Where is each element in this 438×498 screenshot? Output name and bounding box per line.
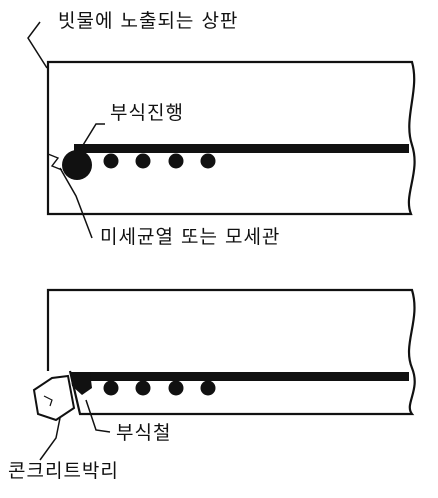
lower-rebar-dot — [168, 380, 184, 396]
upper-rebar-dot — [103, 153, 119, 169]
upper-rebar-dot — [168, 153, 184, 169]
upper-slab-outline — [46, 60, 416, 216]
lower-rebar-dot — [135, 380, 151, 396]
lower-slab-outline — [46, 288, 416, 416]
upper-rebar-dot — [200, 153, 216, 169]
lower-corroded-bar — [70, 372, 92, 395]
upper-main-rebar — [74, 144, 409, 153]
leader-corrosion-progress — [79, 123, 105, 151]
lower-rebar-dot — [103, 380, 119, 396]
upper-corroded-bar — [62, 150, 92, 180]
lower-main-rebar — [76, 372, 409, 381]
leader-microcrack — [59, 167, 93, 239]
spall-crack-mark — [43, 395, 53, 407]
label-corroded-rebar: 부식철 — [116, 422, 172, 444]
upper-rebar-dot — [135, 153, 151, 169]
leader-corroded-rebar — [85, 399, 111, 433]
leader-concrete-spalling — [39, 417, 61, 461]
lower-rebar-dot — [200, 380, 216, 396]
upper-panel — [27, 21, 416, 239]
label-corrosion-progress: 부식진행 — [110, 102, 184, 124]
label-microcrack: 미세균열 또는 모세관 — [100, 226, 281, 248]
lower-panel — [32, 288, 416, 461]
label-concrete-spalling: 콘크리트박리 — [8, 460, 119, 482]
leader-top-slab — [27, 21, 48, 69]
label-top-slab: 빗물에 노출되는 상판 — [58, 10, 239, 32]
spalled-concrete-chunk — [32, 374, 76, 422]
upper-microcrack — [47, 153, 63, 171]
